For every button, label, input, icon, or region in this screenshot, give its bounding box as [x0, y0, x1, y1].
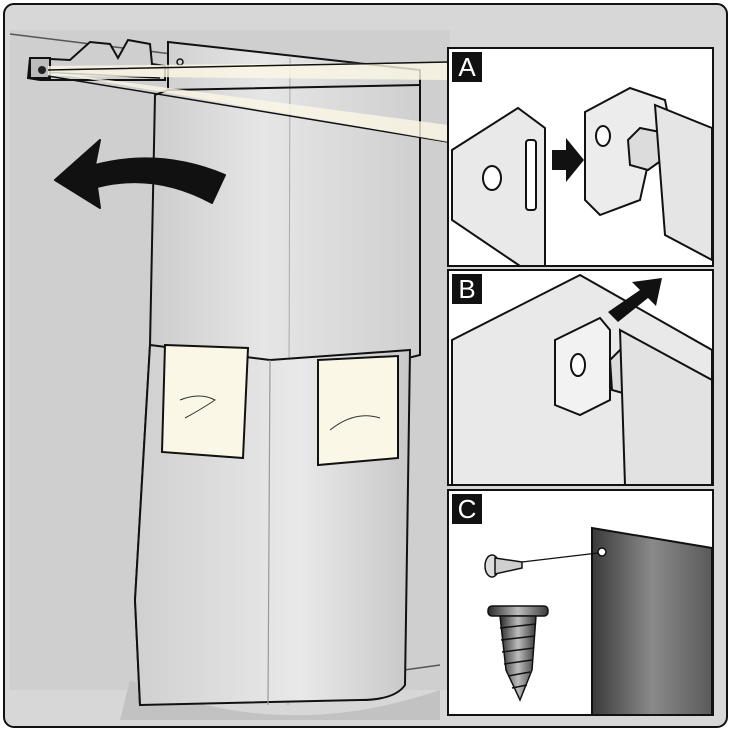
panel-c-label: C: [458, 494, 477, 524]
panel-b-label-bg: [452, 274, 482, 304]
arrow-right-icon: [552, 138, 584, 182]
arrow-down-left-icon: [608, 278, 662, 322]
panel-a-label-bg: [452, 52, 482, 82]
panel-c: C: [447, 489, 714, 716]
panel-a: A: [447, 47, 714, 267]
protective-tape-left: [160, 343, 250, 460]
screw-icon-small: [484, 554, 523, 578]
curved-arrow-left-icon: [54, 139, 226, 209]
screw-icon: [487, 605, 549, 702]
panel-c-label-bg: [452, 494, 482, 524]
panel-b: B: [447, 269, 714, 486]
zoom-callout-lines: [47, 61, 449, 143]
panel-a-label: A: [458, 52, 476, 82]
panel-b-label: B: [458, 274, 475, 304]
protective-tape-right: [317, 354, 399, 467]
